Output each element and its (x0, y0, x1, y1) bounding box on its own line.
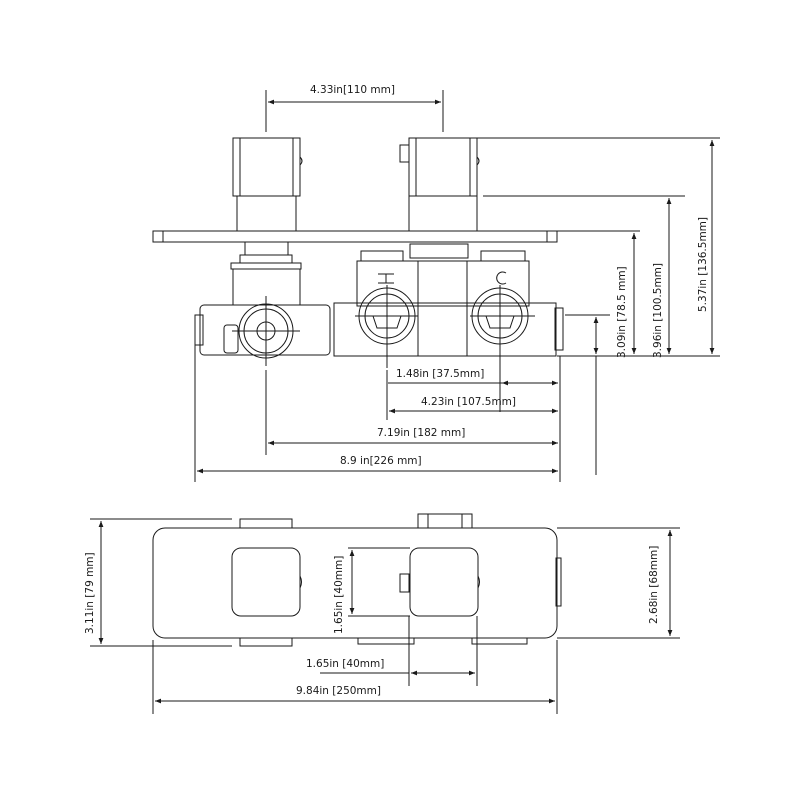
cold-symbol (496, 271, 507, 285)
dim-plate-overall-height: 3.11in [79 mm] (84, 552, 96, 634)
dim-height-outlet: 3.09in [78.5 mm] (616, 266, 628, 358)
wall-plate-side (152, 230, 640, 243)
dim-overall-width: 8.9 in[226 mm] (340, 455, 422, 467)
right-handle (399, 137, 685, 232)
wall-plate-front (152, 527, 558, 639)
plate-view (90, 513, 680, 714)
diverter-cartridge (194, 242, 331, 366)
dim-inlet-spacing: 1.48in [37.5mm] (396, 368, 485, 380)
right-handle-front (409, 547, 479, 617)
dim-handle-height: 1.65in [40mm] (333, 555, 345, 634)
dim-center-to-end: 7.19in [182 mm] (377, 427, 466, 439)
dim-height-plate: 3.96in [100.5mm] (652, 263, 664, 358)
dim-handle-spacing: 4.33in[110 mm] (310, 84, 395, 96)
left-handle-front (231, 547, 301, 617)
dim-plate-handle-spacing: 1.65in [40mm] (306, 658, 385, 670)
hot-symbol (378, 273, 394, 284)
dim-plate-height: 2.68in [68mm] (648, 545, 660, 624)
dim-plate-width: 9.84in [250mm] (296, 685, 381, 697)
dim-height-total: 5.37in [136.5mm] (697, 217, 709, 312)
thermostatic-body (333, 243, 564, 412)
left-handle (232, 137, 303, 232)
side-view (152, 90, 720, 482)
dim-valve-to-end: 4.23in [107.5mm] (421, 396, 516, 408)
